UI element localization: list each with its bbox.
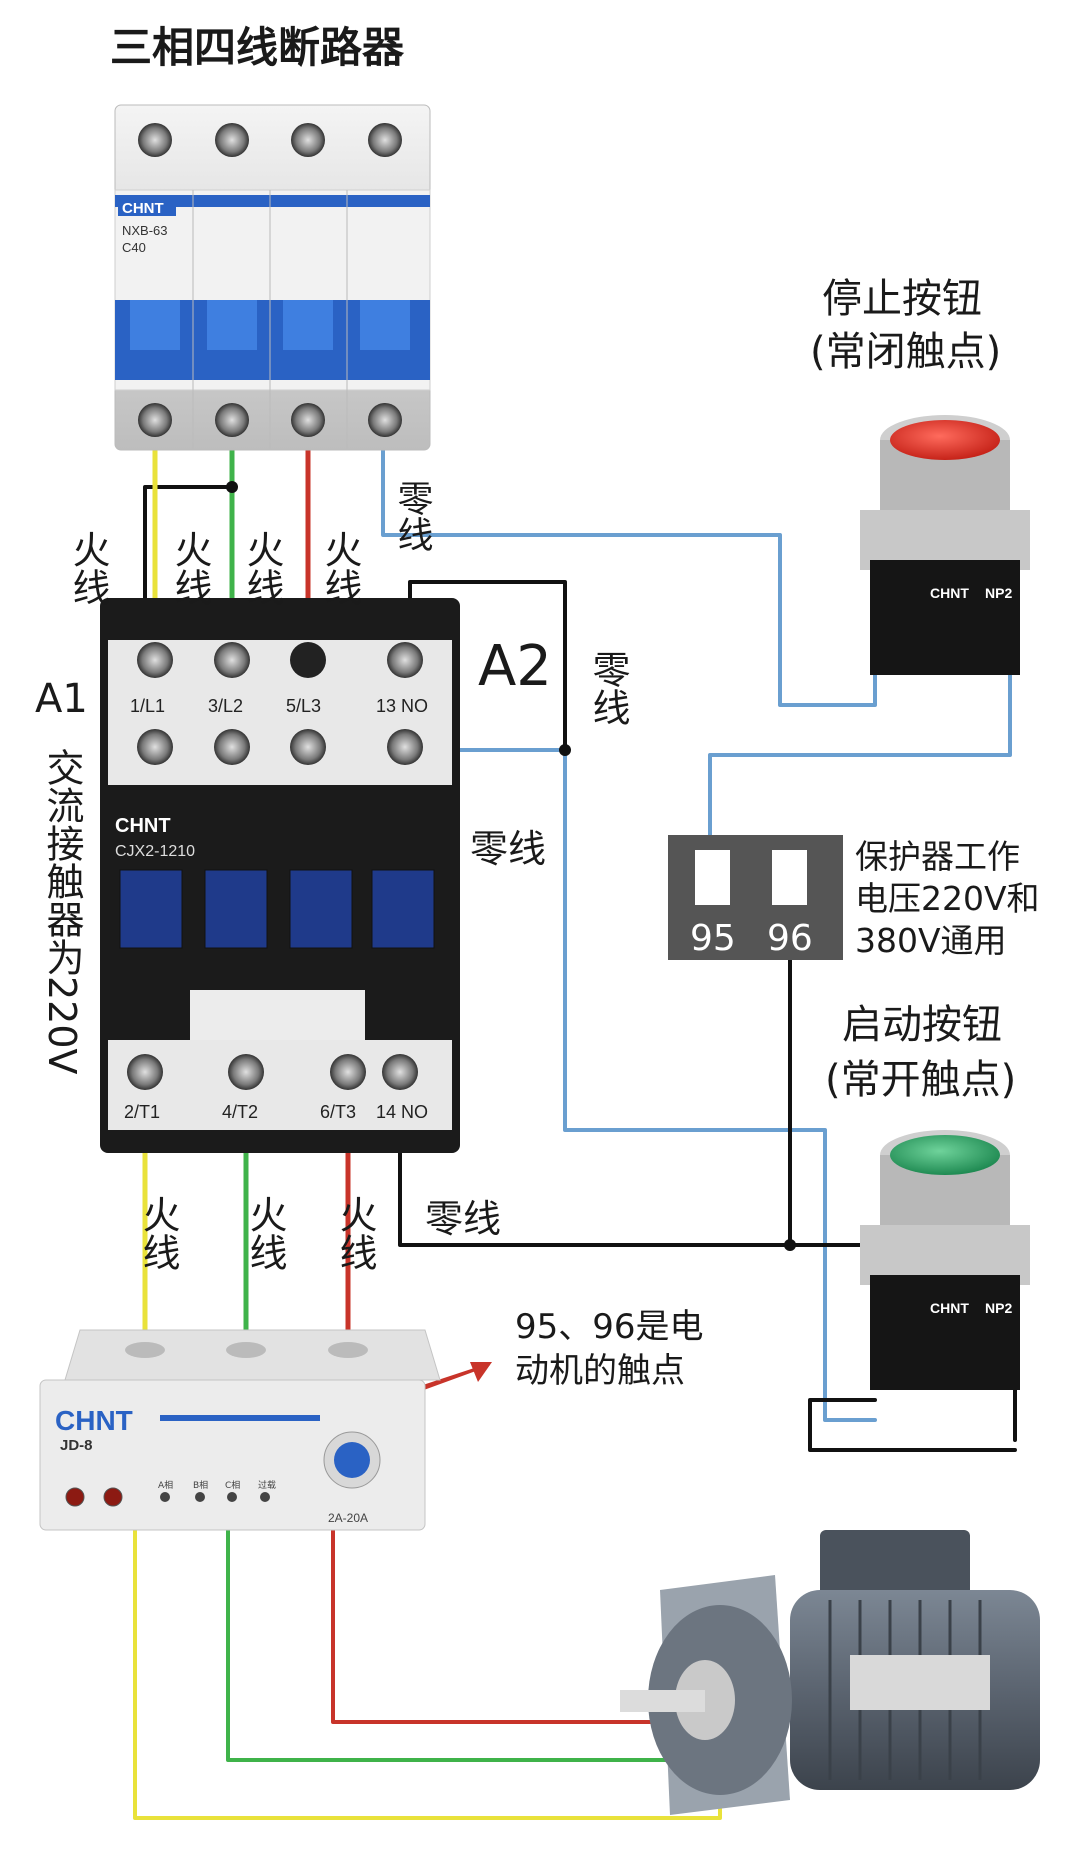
contactor-top-screws <box>137 642 423 765</box>
terminal-l2: 3/L2 <box>208 696 243 716</box>
label-protector-3: 380V通用 <box>855 921 1007 960</box>
wire-14no-to-node <box>398 1118 792 1247</box>
label-stop-button-1: 停止按钮 <box>822 276 982 322</box>
contactor-brand: CHNT <box>115 815 171 837</box>
label-lingxian-breaker: 零线 <box>392 480 433 552</box>
label-contact-note-1: 95、96是电 <box>515 1307 704 1347</box>
label-contact-note-2: 动机的触点 <box>515 1351 685 1391</box>
indicator-b: B相 <box>193 1479 208 1491</box>
label-a1: A1 <box>35 676 88 722</box>
start-button: CHNT NP2 <box>860 1130 1030 1390</box>
label-huoxian-7: 火线 <box>333 1195 377 1271</box>
terminal-t3: 6/T3 <box>320 1102 356 1122</box>
label-protector-2: 电压220V和 <box>855 879 1040 918</box>
start-button-cap <box>890 1135 1000 1175</box>
label-start-button-2: (常开触点) <box>825 1057 1016 1103</box>
relay-95-label: 95 <box>690 918 736 959</box>
label-a2: A2 <box>478 634 552 699</box>
stop-button-model: NP2 <box>985 585 1012 601</box>
stop-button: CHNT NP2 <box>860 415 1030 675</box>
label-huoxian-3: 火线 <box>240 530 284 606</box>
contactor-bottom-screws <box>127 1054 418 1090</box>
contactor-model: CJX2-1210 <box>115 843 195 860</box>
breaker-model: NXB-63 <box>122 223 168 238</box>
wire-start-return <box>808 1398 1017 1452</box>
label-huoxian-2: 火线 <box>168 530 212 606</box>
label-lingxian-mid: 零线 <box>470 827 546 871</box>
terminal-14no: 14 NO <box>376 1102 428 1122</box>
start-button-model: NP2 <box>985 1300 1012 1316</box>
label-contactor-voltage: 交流接触器为220V <box>40 748 84 1075</box>
stop-button-brand: CHNT <box>930 585 969 601</box>
wire-13no-to-start-button <box>418 748 877 1422</box>
motor-nameplate <box>850 1655 990 1710</box>
junction-dot <box>226 481 238 493</box>
protector-range: 2A-20A <box>328 1511 368 1525</box>
terminal-t2: 4/T2 <box>222 1102 258 1122</box>
relay-contact-box: 95 96 <box>668 835 843 960</box>
arrow-head <box>470 1362 492 1382</box>
relay-96-label: 96 <box>767 918 813 959</box>
page-title: 三相四线断路器 <box>110 23 405 72</box>
breaker-top-screws <box>138 123 402 157</box>
label-huoxian-6: 火线 <box>243 1195 287 1271</box>
label-lingxian-a2: 零线 <box>586 650 630 726</box>
terminal-13no: 13 NO <box>376 696 428 716</box>
start-button-brand: CHNT <box>930 1300 969 1316</box>
terminal-t1: 2/T1 <box>124 1102 160 1122</box>
junction-dot <box>559 744 571 756</box>
protector-brand: CHNT <box>55 1405 133 1436</box>
breaker-bottom-screws <box>138 403 402 437</box>
indicator-c: C相 <box>225 1479 240 1491</box>
wire-stop-to-95 <box>708 638 1012 842</box>
label-protector-1: 保护器工作 <box>855 837 1020 876</box>
label-stop-button-2: (常闭触点) <box>810 329 1001 375</box>
label-huoxian-4: 火线 <box>318 530 362 606</box>
junction-dot <box>784 1239 796 1251</box>
circuit-breaker: CHNT NXB-63 C40 <box>114 104 431 451</box>
terminal-l3: 5/L3 <box>286 696 321 716</box>
neutral-wire-to-stop-button <box>381 443 877 707</box>
label-lingxian-bottom: 零线 <box>425 1197 501 1241</box>
terminal-l1: 1/L1 <box>130 696 165 716</box>
breaker-rating: C40 <box>122 240 146 255</box>
adjust-knob <box>334 1442 370 1478</box>
breaker-brand: CHNT <box>122 200 164 217</box>
protector-model: JD-8 <box>60 1437 93 1454</box>
ac-contactor: 1/L1 3/L2 5/L3 13 NO CHNT CJX2-1210 2/T1… <box>100 598 460 1153</box>
label-start-button-1: 启动按钮 <box>842 1002 1002 1048</box>
phase-motor-yellow <box>133 1528 722 1820</box>
label-huoxian-5: 火线 <box>136 1195 180 1271</box>
motor <box>620 1530 1040 1815</box>
motor-shaft <box>620 1690 705 1712</box>
phase-motor-green <box>226 1528 707 1762</box>
label-huoxian-1: 火线 <box>66 530 110 606</box>
motor-protector: CHNT JD-8 A相 B相 C相 过载 2A-20A <box>39 1329 441 1531</box>
indicator-overload: 过载 <box>258 1479 276 1491</box>
motor-terminal-box <box>820 1530 970 1600</box>
indicator-a: A相 <box>158 1479 173 1491</box>
stop-button-cap <box>890 420 1000 460</box>
